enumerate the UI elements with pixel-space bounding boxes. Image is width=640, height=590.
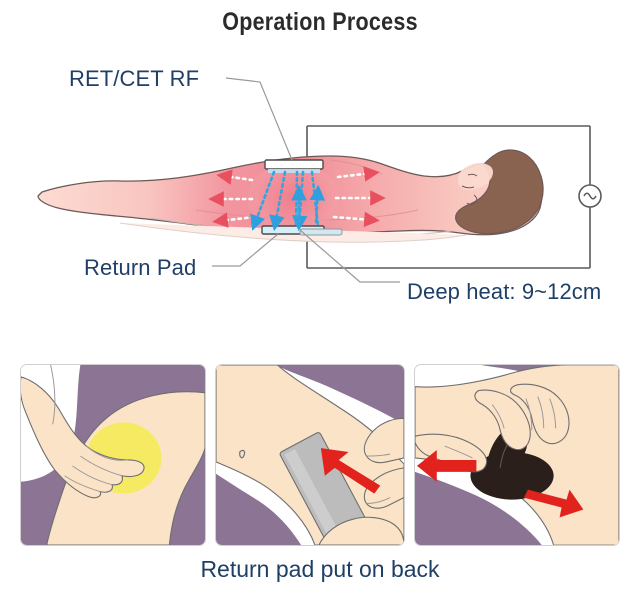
step-panel-apply-gel — [20, 364, 206, 546]
heat-radiation-arrows — [208, 166, 386, 228]
label-leader-lines — [212, 77, 400, 283]
label-return-pad: Return Pad — [84, 255, 197, 280]
place-return-pad-illustration — [216, 365, 404, 545]
current-flow-arrows — [250, 170, 326, 232]
steps-caption: Return pad put on back — [200, 556, 440, 582]
page-title: Operation Process — [222, 8, 418, 36]
apply-gel-to-back-illustration — [21, 365, 205, 545]
ac-source-icon — [578, 184, 602, 208]
rf-circuit-loop — [290, 125, 591, 269]
red-arrow-right — [523, 489, 584, 518]
ret-cet-rf-electrode — [264, 159, 324, 173]
label-deep-heat: Deep heat: 9~12cm — [407, 279, 602, 304]
step-panel-move-handpiece — [414, 364, 620, 546]
step-panel-place-return-pad — [215, 364, 405, 546]
red-arrow-left — [416, 450, 477, 482]
move-handpiece-illustration — [415, 365, 619, 545]
red-arrow-up-left — [320, 448, 381, 494]
label-ret-cet-rf: RET/CET RF — [69, 66, 200, 91]
treatment-principle-diagram — [37, 77, 602, 283]
